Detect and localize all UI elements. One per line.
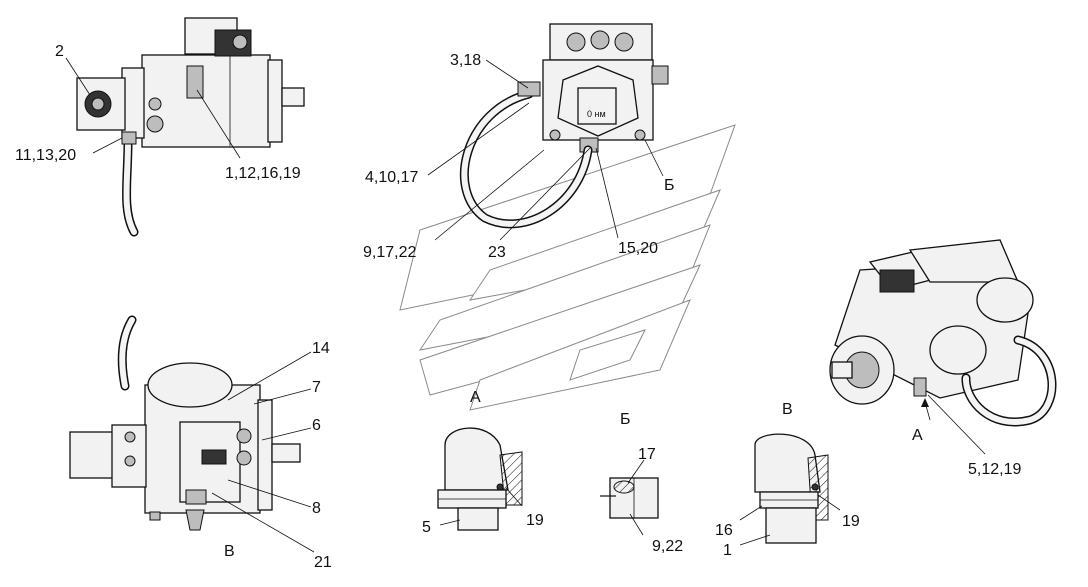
callout-14: 14 (312, 340, 330, 357)
callout-2: 2 (55, 43, 64, 60)
callout-8: 8 (312, 500, 321, 517)
callout-11-13-20: 11,13,20 (15, 147, 76, 164)
callout-1-12-16-19-top: 1,12,16,19 (225, 165, 301, 182)
pump-front-view: 0 нм (459, 23, 669, 229)
detail-b (600, 477, 659, 519)
detail-b-label-17: 17 (638, 446, 656, 463)
detail-v-label-19: 19 (842, 513, 860, 530)
detail-v-label-1: 1 (723, 542, 732, 559)
detail-a (437, 427, 523, 531)
callout-7: 7 (312, 379, 321, 396)
detail-b-label-9-22: 9,22 (652, 538, 683, 555)
callout-6: 6 (312, 417, 321, 434)
pump-side-view-top (76, 17, 305, 237)
detail-v-label-16: 16 (715, 522, 733, 539)
callout-15-20: 15,20 (618, 240, 658, 257)
callout-5-12-19: 5,12,19 (968, 461, 1021, 478)
callout-23: 23 (488, 244, 506, 261)
svg-text:0 нм: 0 нм (587, 109, 606, 119)
pump-side-view-bottom (69, 315, 301, 531)
callout-9-17-22: 9,17,22 (363, 244, 416, 261)
callout-b-cyr: Б (664, 177, 675, 194)
detail-a-label-19: 19 (526, 512, 544, 529)
detail-a-label-5: 5 (422, 519, 431, 536)
callout-3-18: 3,18 (450, 52, 481, 69)
callout-4-10-17: 4,10,17 (365, 169, 418, 186)
callout-a-arrow: А (912, 427, 923, 444)
pump-isometric-view (829, 239, 1057, 427)
detail-v (754, 433, 829, 544)
callout-21: 21 (314, 554, 332, 571)
detail-a-title: А (470, 389, 481, 406)
watermark-logo (399, 124, 736, 411)
detail-b-title: Б (620, 411, 631, 428)
detail-v-title: В (782, 401, 793, 418)
callout-v-cyr: В (224, 543, 235, 560)
